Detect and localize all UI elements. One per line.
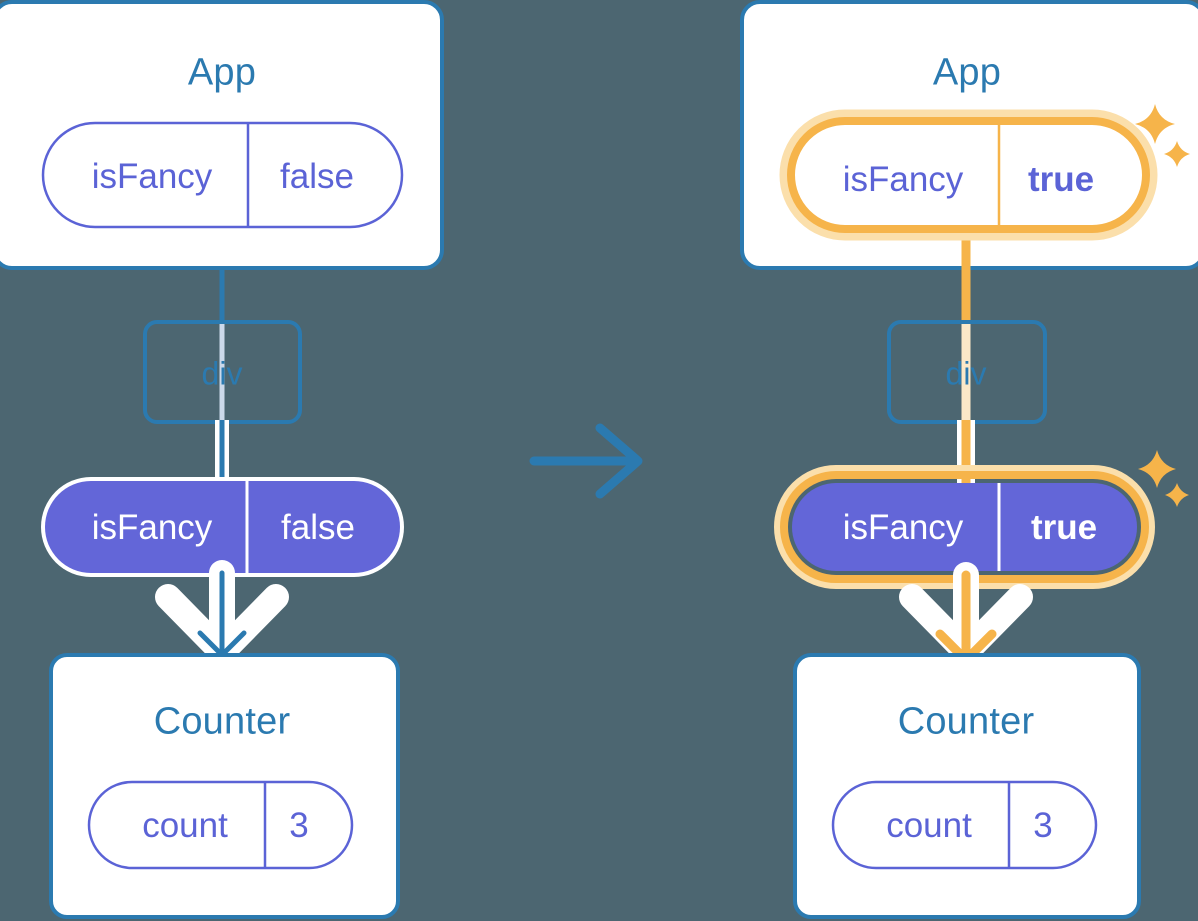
after-app-pill <box>779 109 1158 241</box>
sparkle-app-small-icon <box>1164 141 1190 167</box>
transition-arrow-icon <box>529 423 643 499</box>
sparkle-prop-small-icon <box>1165 483 1189 507</box>
before-prop-pill <box>41 477 404 577</box>
sparkle-app-large-icon <box>1135 104 1175 144</box>
before-counter-pill <box>87 780 354 870</box>
sparkle-prop-large-icon <box>1138 450 1176 488</box>
before-arrow-to-counter <box>155 560 289 665</box>
after-arrow-to-counter <box>899 562 1033 665</box>
after-counter-pill <box>831 780 1098 870</box>
before-app-pill <box>41 121 404 229</box>
